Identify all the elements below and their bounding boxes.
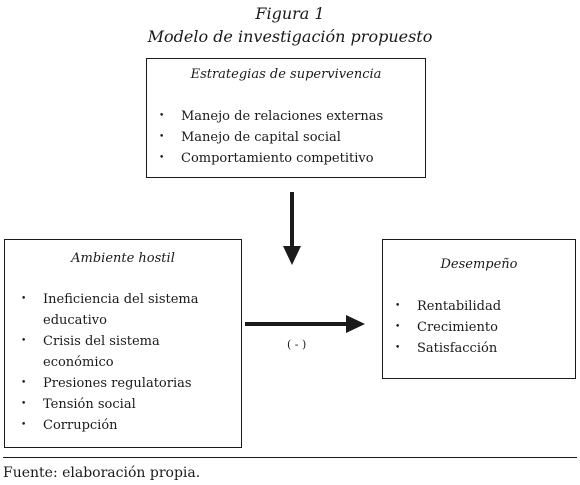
figure-label: Figura 1	[255, 4, 325, 23]
arrow-label: ( - )	[287, 338, 307, 351]
desempeno-title: Desempeño	[440, 257, 518, 272]
down-arrow	[283, 192, 301, 265]
list-item: Crisis del sistema económico	[21, 331, 221, 373]
list-item: Crecimiento	[395, 317, 501, 338]
list-item: Tensión social	[21, 394, 221, 415]
list-item: Rentabilidad	[395, 296, 501, 317]
list-item: Satisfacción	[395, 338, 501, 359]
list-item: Presiones regulatorias	[21, 373, 221, 394]
list-item: Corrupción	[21, 415, 221, 436]
figure-title: Modelo de investigación propuesto	[147, 27, 433, 46]
list-item: Ineficiencia del sistema educativo	[21, 289, 221, 331]
supervivencia-box: Estrategias de supervivencia Manejo de r…	[146, 58, 426, 178]
list-item: Manejo de capital social	[159, 127, 383, 148]
supervivencia-list: Manejo de relaciones externas Manejo de …	[159, 106, 383, 169]
divider	[3, 457, 577, 458]
ambiente-box: Ambiente hostil Ineficiencia del sistema…	[4, 239, 242, 448]
desempeno-box: Desempeño Rentabilidad Crecimiento Satis…	[382, 239, 576, 379]
supervivencia-title: Estrategias de supervivencia	[190, 67, 382, 82]
list-item: Comportamiento competitivo	[159, 148, 383, 169]
ambiente-title: Ambiente hostil	[71, 251, 175, 266]
ambiente-list: Ineficiencia del sistema educativo Crisi…	[21, 289, 221, 436]
desempeno-list: Rentabilidad Crecimiento Satisfacción	[395, 296, 501, 359]
right-arrow	[245, 315, 365, 333]
source-note: Fuente: elaboración propia.	[3, 465, 201, 481]
list-item: Manejo de relaciones externas	[159, 106, 383, 127]
